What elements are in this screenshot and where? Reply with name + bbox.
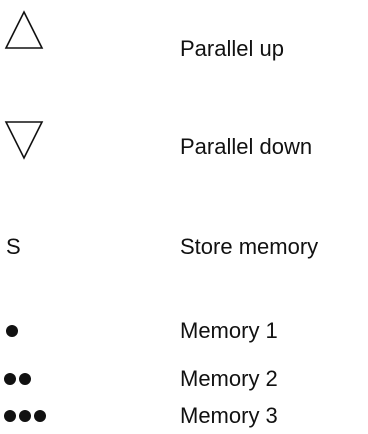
parallel-down-label: Parallel down (180, 134, 313, 159)
two-dots-icon (4, 370, 31, 388)
three-dots-icon (4, 407, 46, 425)
store-memory-label: Store memory (180, 234, 319, 259)
store-memory-symbol: S (6, 234, 21, 259)
triangle-up-icon (4, 10, 44, 49)
memory-3-label: Memory 3 (180, 403, 278, 428)
one-dot-icon (6, 322, 18, 340)
memory-2-label: Memory 2 (180, 366, 278, 391)
parallel-up-label: Parallel up (180, 36, 284, 61)
triangle-down-icon (4, 121, 44, 160)
memory-1-label: Memory 1 (180, 318, 278, 343)
